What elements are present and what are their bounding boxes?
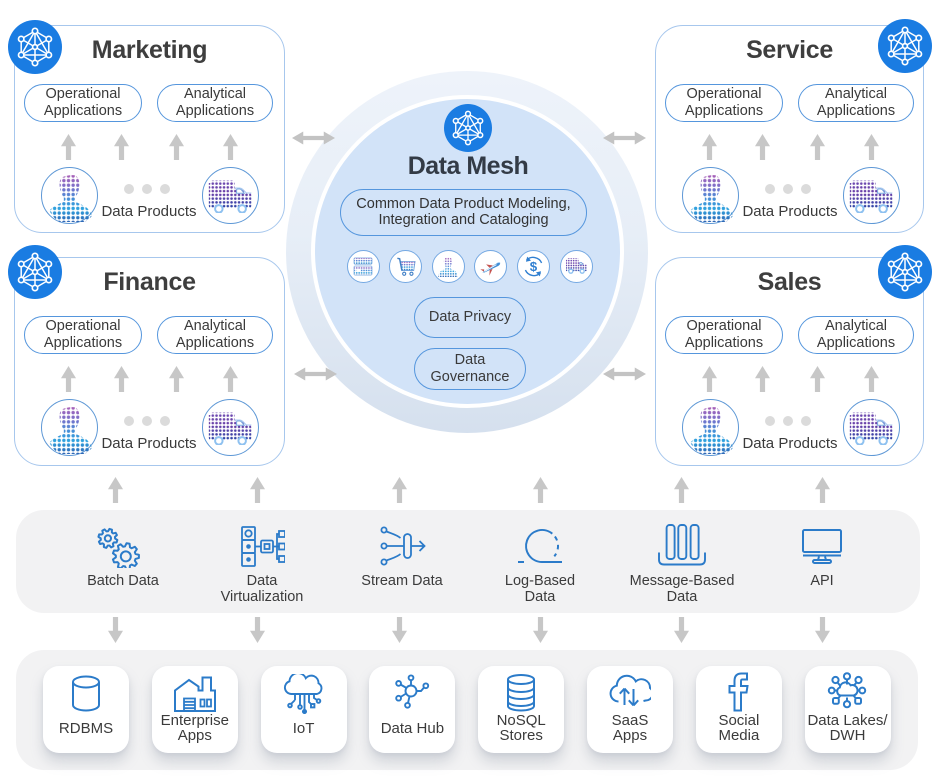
svg-text:$: $ xyxy=(530,259,538,274)
